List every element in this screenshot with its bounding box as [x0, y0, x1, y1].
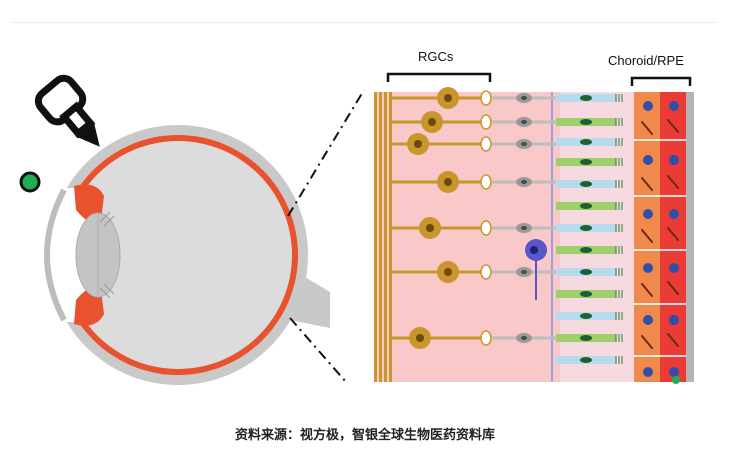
zoom-line-top — [287, 89, 365, 217]
source-caption: 资料来源：视方极，智银全球生物医药资料库 — [234, 428, 495, 443]
rgc-layer — [392, 87, 556, 349]
top-divider — [10, 22, 718, 23]
choroid-rpe-label: Choroid/RPE — [608, 53, 684, 68]
rgcs-bracket — [386, 72, 492, 82]
zoom-line-bottom — [289, 317, 347, 383]
choroid-rpe-bracket — [630, 76, 692, 86]
rpe-choroid-layer — [634, 92, 694, 384]
retina-detail-panel — [374, 87, 694, 384]
figure — [19, 72, 694, 385]
eye-drop-bottle-icon — [34, 74, 100, 147]
photoreceptor-layer — [556, 94, 623, 364]
eye-icon — [43, 125, 330, 385]
rgcs-label: RGCs — [418, 49, 454, 64]
eye-drop-icon — [19, 171, 41, 193]
amacrine-cell — [525, 239, 547, 300]
